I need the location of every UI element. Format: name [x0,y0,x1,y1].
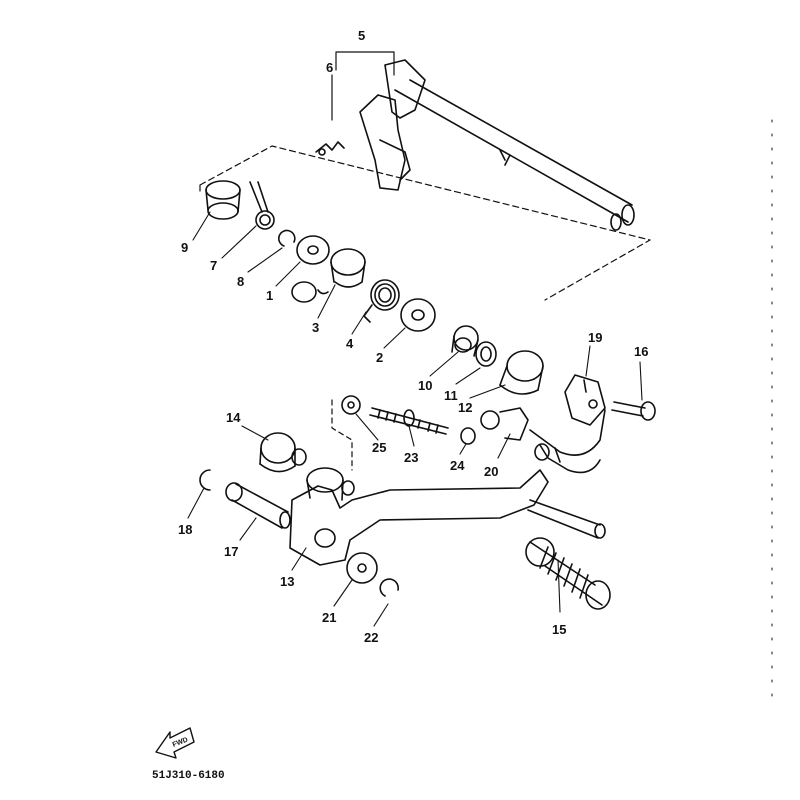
part-11-oring [475,341,497,367]
label-12: 12 [458,400,472,415]
part-13-shift-pedal [289,467,606,566]
leader-lines-top [331,51,395,121]
label-24: 24 [450,458,465,473]
label-22: 22 [364,630,378,645]
label-11: 11 [444,388,458,403]
label-14: 14 [226,410,241,425]
part-4-spring [363,279,400,323]
label-2: 2 [376,350,383,365]
part-21-washer [346,552,378,584]
drawing-code: 51J310-6180 [152,770,225,782]
part-1-washer [296,235,330,265]
part-22-circlip [379,578,399,597]
part-25-leader [331,399,353,471]
label-9: 9 [181,240,188,255]
part-20-rod-end [480,407,606,474]
part-6-spring [315,141,345,156]
part-19-joint [564,374,606,426]
label-4: 4 [346,336,354,351]
label-25: 25 [372,440,386,455]
label-6: 6 [326,60,333,75]
part-8-circlip [278,229,296,247]
part-7-spring [249,181,275,230]
part-16-bolt [611,401,656,421]
shift-shaft [359,59,635,231]
label-18: 18 [178,522,192,537]
label-20: 20 [484,464,498,479]
part-25-nut [341,395,361,415]
label-3: 3 [312,320,319,335]
part-18-circlip [199,469,211,491]
part-10-bush [451,325,479,357]
fwd-label: FWD [172,736,189,748]
label-23: 23 [404,450,418,465]
part-14-rubber [259,432,307,473]
part-17-pivot-pin [225,482,291,529]
label-21: 21 [322,610,336,625]
fwd-arrow-icon [155,727,195,759]
label-16: 16 [634,344,648,359]
part-2-washer [400,298,436,332]
shaft-group-outline [199,145,651,301]
part-3-cam [291,248,366,303]
part-24-nut [460,427,476,445]
label-19: 19 [588,330,602,345]
label-15: 15 [552,622,566,637]
part-12-collar [499,350,544,395]
label-5: 5 [358,28,365,43]
label-10: 10 [418,378,432,393]
label-1: 1 [266,288,273,303]
part-9-collar [205,180,241,220]
part-23-rod [369,407,449,435]
label-13: 13 [280,574,294,589]
label-8: 8 [237,274,244,289]
label-17: 17 [224,544,238,559]
label-7: 7 [210,258,217,273]
part-15-grip [525,537,611,610]
label-leaders [187,211,643,627]
